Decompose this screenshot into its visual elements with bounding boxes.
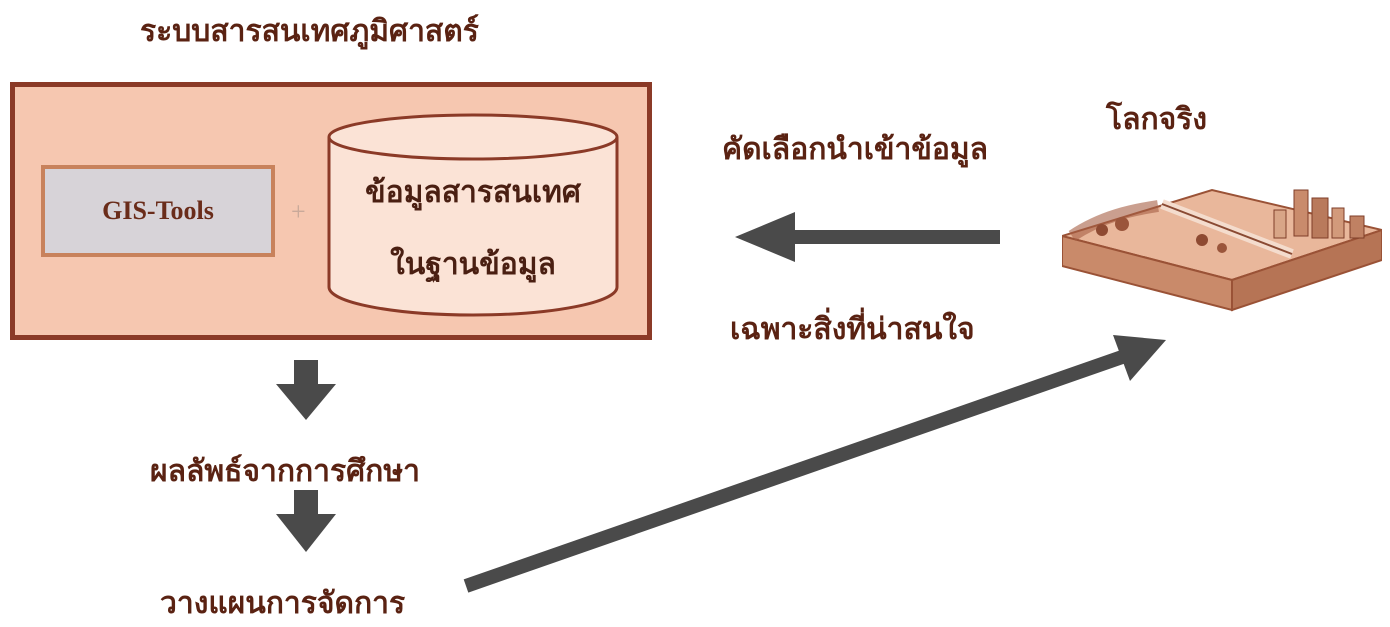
management-plan-label: วางแผนการจัดการ bbox=[160, 586, 406, 621]
select-data-label: คัดเลือกนำเข้าข้อมูล bbox=[722, 132, 989, 167]
down-arrow-plan bbox=[276, 490, 336, 552]
real-world-label: โลกจริง bbox=[1106, 102, 1208, 137]
down-arrow-result bbox=[276, 360, 336, 420]
gis-system-box: GIS-Tools + ข้อมูลสารสนเทศ ในฐานข้อมูล bbox=[10, 82, 652, 340]
database-label-line2: ในฐานข้อมูล bbox=[390, 247, 556, 282]
database-cylinder: ข้อมูลสารสนเทศ ในฐานข้อมูล bbox=[323, 111, 623, 321]
gis-tools-box: GIS-Tools bbox=[41, 165, 275, 257]
feedback-arrow bbox=[463, 335, 1166, 593]
database-label-line1: ข้อมูลสารสนเทศ bbox=[365, 175, 581, 210]
input-arrow bbox=[735, 212, 1000, 262]
system-title: ระบบสารสนเทศภูมิศาสตร์ bbox=[140, 14, 479, 49]
study-result-label: ผลลัพธ์จากการศึกษา bbox=[150, 454, 420, 489]
plus-sign: + bbox=[291, 197, 306, 226]
database-cylinder-icon bbox=[327, 113, 619, 317]
real-world-landscape-icon bbox=[1062, 188, 1382, 312]
interest-label: เฉพาะสิ่งที่น่าสนใจ bbox=[730, 312, 975, 347]
gis-tools-label: GIS-Tools bbox=[102, 196, 214, 225]
